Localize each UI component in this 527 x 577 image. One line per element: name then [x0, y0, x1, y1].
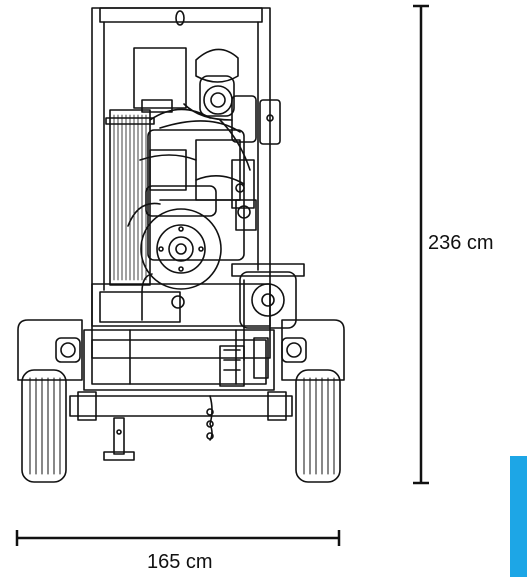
jack-stand	[103, 417, 135, 461]
width-dimension-line	[15, 530, 341, 546]
air-filter	[183, 48, 257, 143]
engine-pulley	[140, 208, 222, 290]
pump-housing	[231, 263, 305, 329]
engine-block	[133, 47, 257, 261]
mudguard-left	[17, 319, 83, 381]
wheel-right	[295, 369, 341, 483]
height-dimension-label: 236 cm	[428, 232, 494, 254]
mudguard-right	[281, 319, 345, 381]
lamp-right	[281, 337, 307, 363]
base-skid	[83, 279, 275, 391]
lifting-frame	[91, 7, 271, 359]
axle	[69, 391, 293, 441]
control-box	[259, 99, 281, 145]
height-dimension-line	[413, 4, 429, 485]
wheel-left	[21, 369, 67, 483]
radiator	[105, 109, 155, 286]
lifting-eye	[175, 10, 185, 26]
lamp-left	[55, 337, 81, 363]
bell-housing	[145, 185, 217, 217]
width-dimension-label: 165 cm	[147, 551, 213, 573]
side-tab[interactable]	[510, 456, 527, 577]
